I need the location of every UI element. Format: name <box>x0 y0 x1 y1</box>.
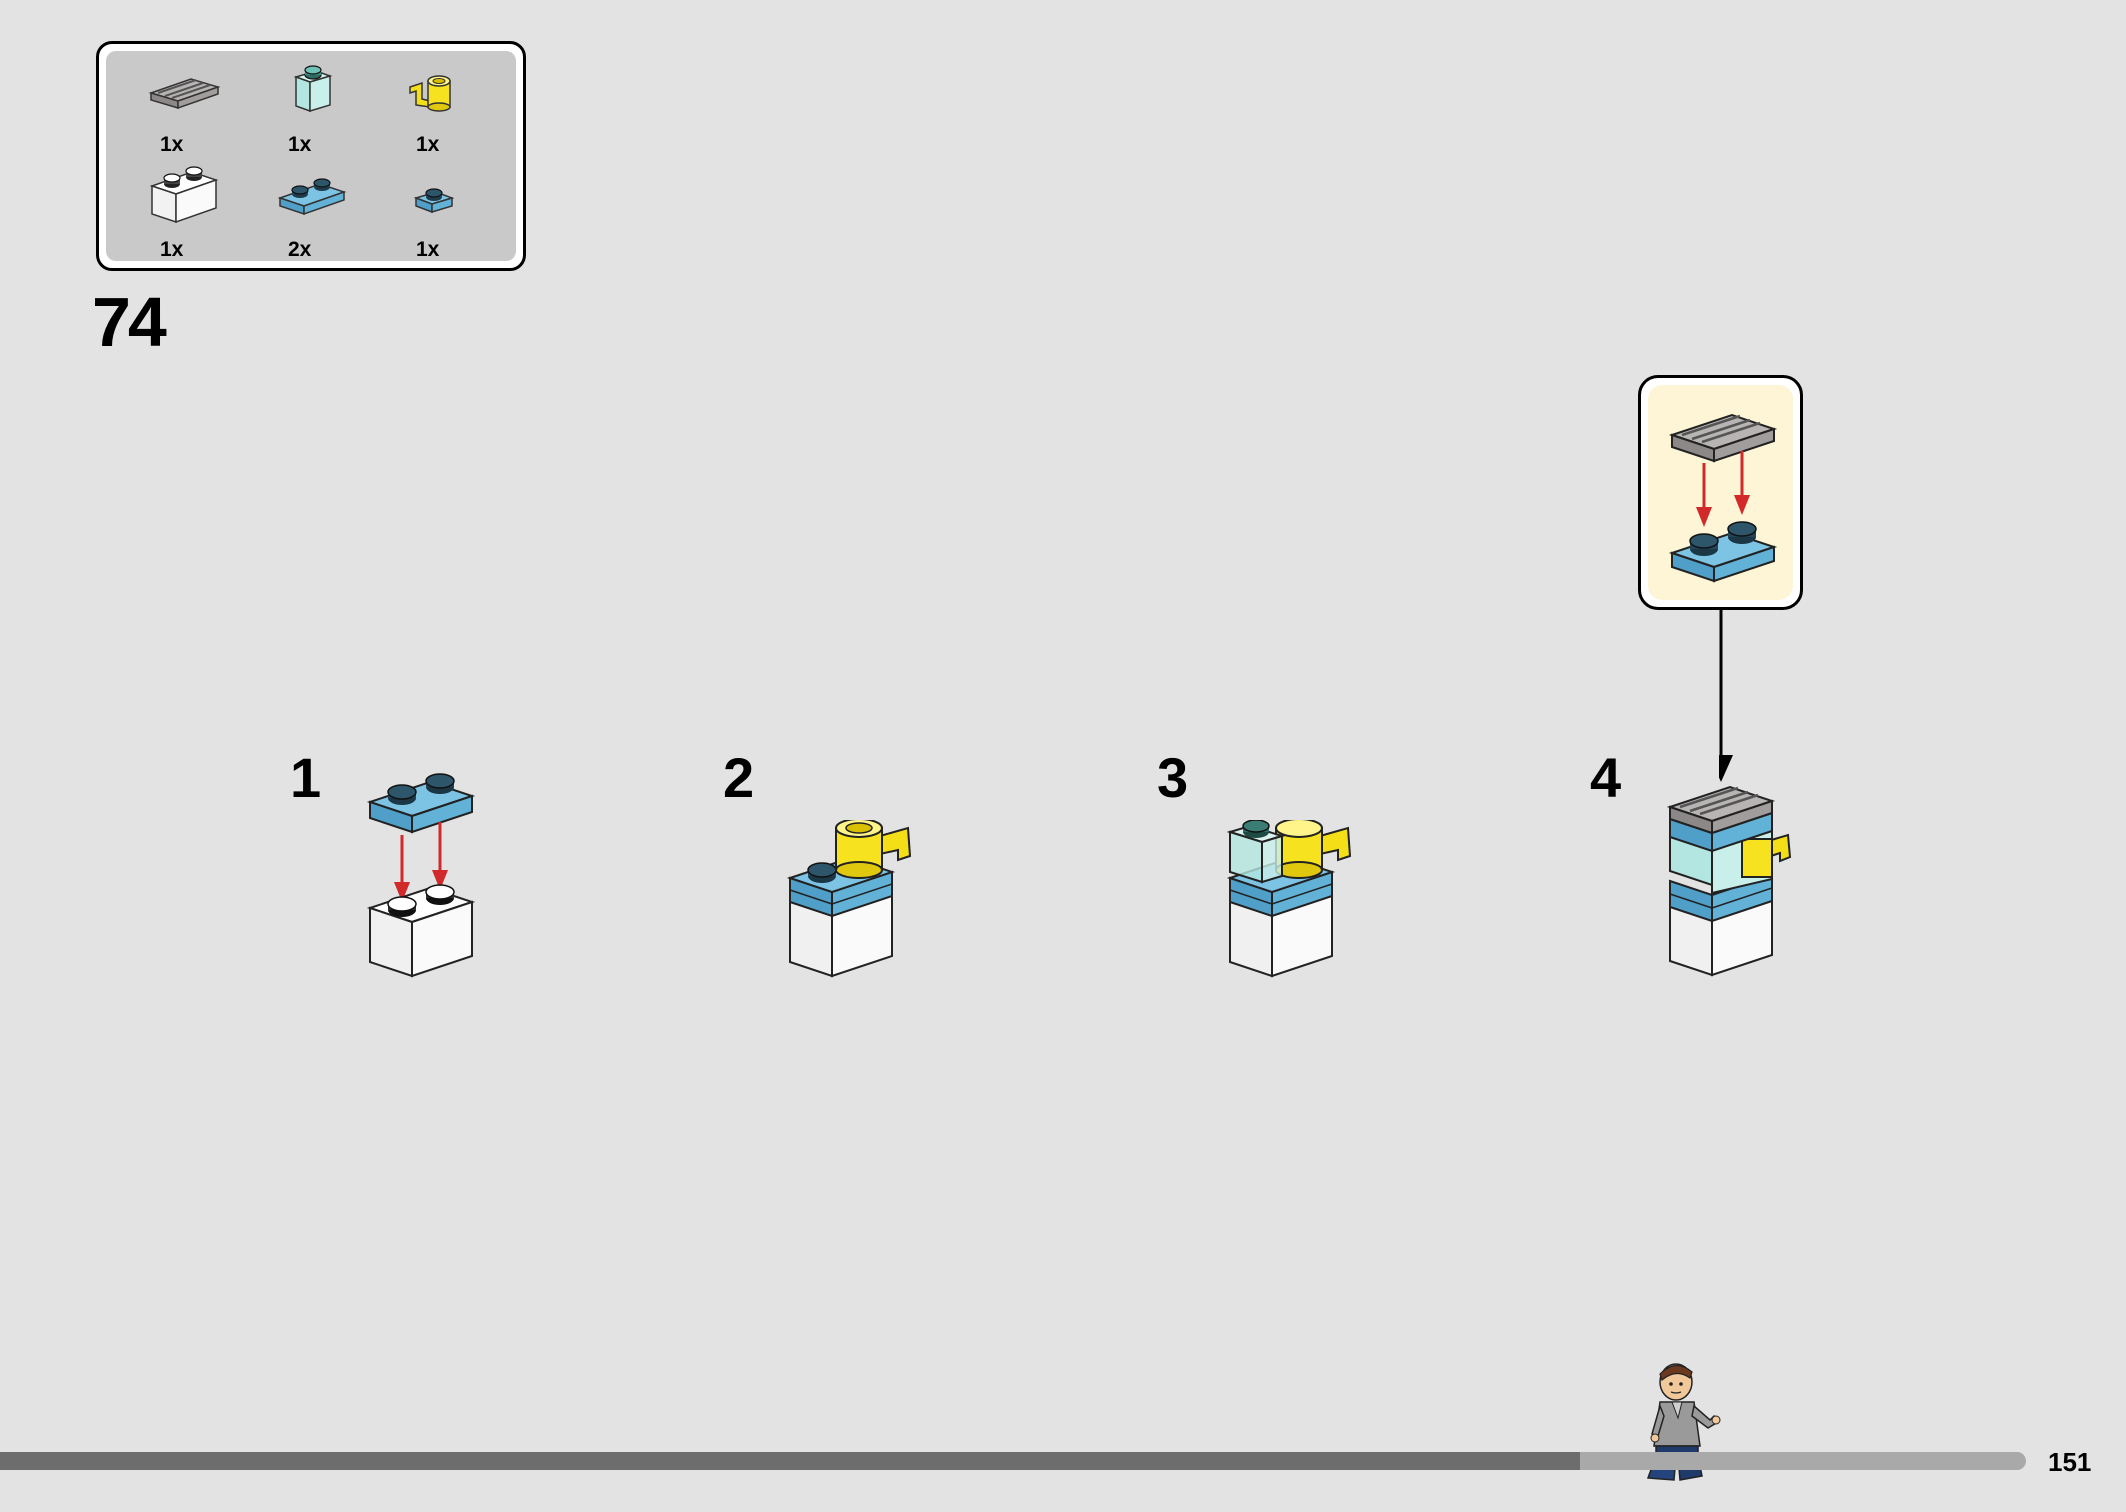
part-blue-plate-1x2: 2x <box>274 166 364 266</box>
page-number: 151 <box>2048 1447 2092 1477</box>
yellow-cup-icon <box>409 75 451 112</box>
part-qty: 2x <box>288 238 312 261</box>
substep-1-figure <box>366 773 476 978</box>
callout-arrow <box>1719 610 1733 782</box>
part-yellow-cup: 1x <box>402 61 492 161</box>
part-qty: 1x <box>288 133 312 156</box>
substep-3-figure <box>1226 820 1352 978</box>
progress-bar-fill <box>0 1452 1581 1470</box>
part-qty: 1x <box>416 238 440 261</box>
parts-list-panel: 1x 1x 1x <box>106 51 516 261</box>
blue-plate-1x1-icon <box>413 188 455 214</box>
step-number: 74 <box>92 283 167 361</box>
part-qty: 1x <box>416 133 440 156</box>
parts-list-box: 1x 1x 1x <box>96 41 526 271</box>
part-qty: 1x <box>160 133 184 156</box>
substep-2-figure <box>786 820 912 978</box>
grille-tile-gray-icon <box>148 78 221 110</box>
white-brick-1x2-icon <box>149 166 219 224</box>
callout-panel <box>1648 385 1793 600</box>
part-trans-clear-brick: 1x <box>274 61 364 161</box>
substep-number: 3 <box>1157 746 1189 809</box>
minifigure-icon <box>1646 1363 1721 1481</box>
callout-box <box>1638 375 1803 610</box>
part-blue-plate-1x1: 1x <box>402 166 492 266</box>
part-qty: 1x <box>160 238 184 261</box>
callout-figure <box>1668 413 1778 583</box>
substep-number: 2 <box>723 746 755 809</box>
part-white-brick: 1x <box>146 166 236 266</box>
substep-number: 1 <box>290 746 322 809</box>
substep-number: 4 <box>1590 746 1622 809</box>
blue-plate-1x2-icon <box>277 178 347 216</box>
substep-4-figure <box>1666 785 1792 977</box>
progress-bar <box>0 1452 2026 1470</box>
trans-clear-brick-icon <box>293 65 333 113</box>
part-grille-tile: 1x <box>146 61 236 161</box>
